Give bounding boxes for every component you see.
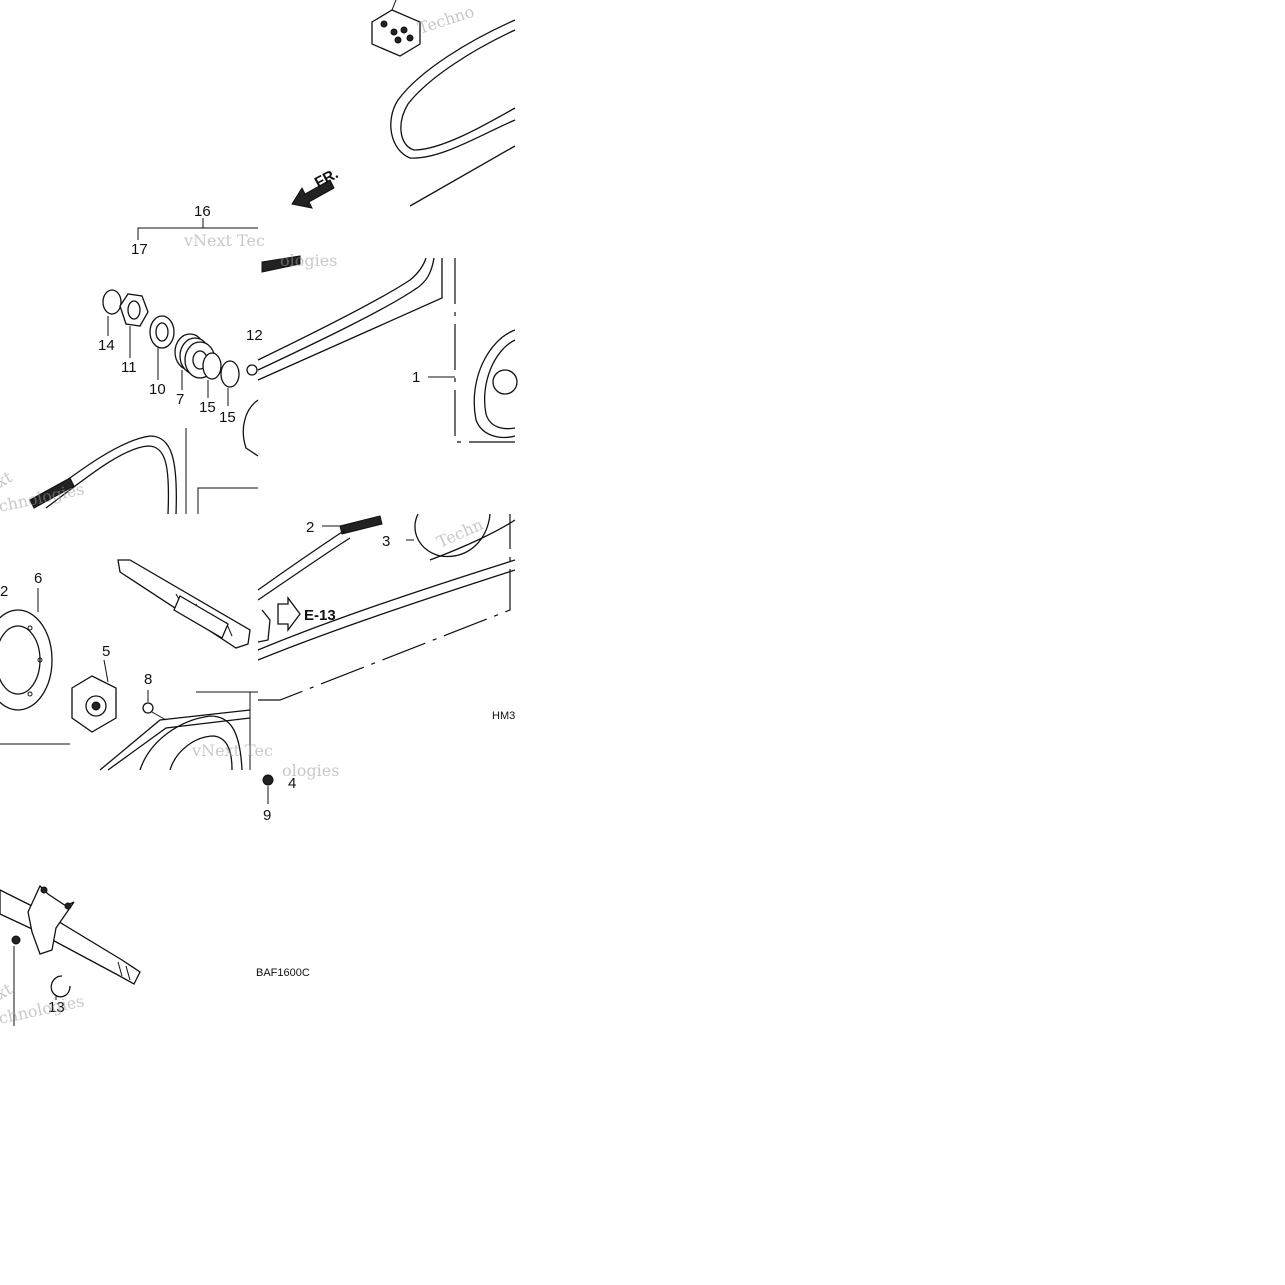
callout-6: 6 (34, 570, 42, 587)
callout-2: 2 (306, 519, 314, 536)
callout-16-17-bracket (137, 218, 258, 240)
nut-12 (246, 364, 258, 376)
callout-2-left: 2 (0, 583, 8, 600)
snap-ring-14 (102, 289, 122, 336)
frame-line-top (409, 145, 516, 207)
callout-9: 9 (263, 807, 271, 824)
frame-bracket-mid-left (197, 487, 258, 514)
drive-chain-mid-right (257, 255, 443, 381)
lock-nut-11 (119, 293, 149, 358)
callout-14: 14 (98, 337, 115, 354)
nut-9 (262, 774, 274, 804)
callout-15: 15 (199, 399, 216, 416)
callout-1: 1 (412, 369, 420, 386)
drawing-code-baf: BAF1600C (256, 967, 310, 979)
driven-sprocket-bottom-left (99, 709, 251, 771)
callout-5: 5 (102, 643, 110, 660)
chain-case-ref: E-13 (257, 596, 336, 643)
drive-sprocket-bracket (428, 258, 515, 443)
callout-8: 8 (144, 671, 152, 688)
callout-12: 12 (246, 327, 263, 344)
watermark-8: ologies (282, 761, 339, 780)
drive-sprocket-1 (473, 329, 518, 439)
driven-sprocket-3 (406, 513, 491, 558)
watermark-2: vNext Tec (183, 231, 265, 250)
watermark-6: Techn (434, 515, 486, 552)
callout-4: 4 (288, 775, 296, 792)
watermark-9: xt (0, 979, 16, 1003)
rear-hub-5 (71, 659, 117, 733)
callout-10: 10 (149, 381, 166, 398)
rear-axle-flange (0, 884, 141, 1026)
rear-axle-shaft (117, 559, 251, 649)
callout-3: 3 (382, 533, 390, 550)
drawing-code-hm: HM3 (492, 710, 515, 722)
o-ring-15a (202, 352, 222, 398)
chain-joint-group (371, 0, 421, 57)
reference-label-e13: E-13 (304, 607, 336, 624)
callout-16: 16 (194, 203, 211, 220)
watermark-7: vNext Tec (191, 741, 273, 760)
drive-chain-mid-left (29, 435, 177, 515)
callout-7: 7 (176, 391, 184, 408)
brake-disc-edge-mid (242, 399, 259, 457)
callout-17: 17 (131, 241, 148, 258)
front-direction-arrow: FR. (291, 165, 341, 209)
swingarm-outline-bottom (258, 514, 511, 701)
bearing-holder-nut-10 (149, 315, 175, 380)
o-ring-15b (220, 360, 240, 406)
watermark-3: ologies (280, 251, 337, 270)
callout-11: 11 (121, 359, 137, 376)
bolt-8 (142, 690, 167, 721)
watermark-1: Techno (415, 2, 476, 38)
snap-ring-13 (50, 975, 71, 1000)
drive-chain-top (390, 19, 516, 159)
brake-disc-6 (0, 588, 53, 711)
watermark-4: xt (0, 467, 16, 491)
chain-joint-2 (322, 515, 383, 535)
callout-13: 13 (48, 999, 65, 1016)
callout-15-second: 15 (219, 409, 236, 426)
